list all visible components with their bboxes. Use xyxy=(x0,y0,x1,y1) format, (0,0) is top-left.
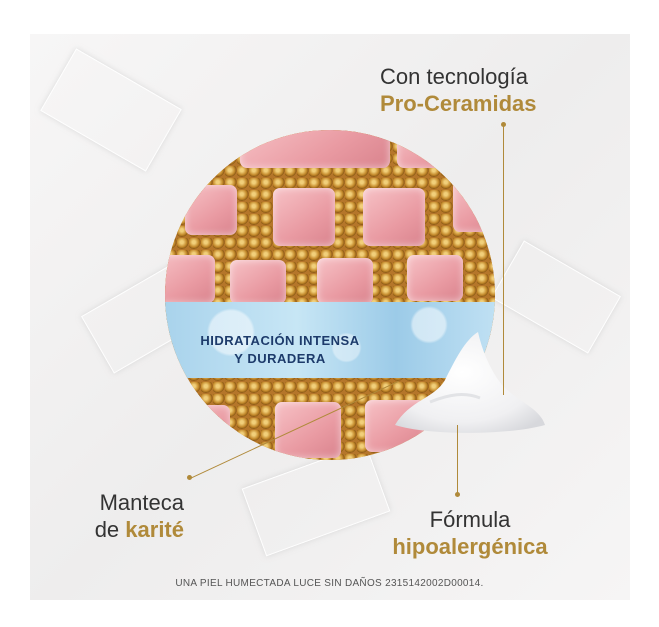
skin-illustration: HIDRATACIÓN INTENSA Y DURADERA xyxy=(165,130,495,460)
skin-cell xyxy=(397,130,467,168)
footnote: UNA PIEL HUMECTADA LUCE SIN DAÑOS 231514… xyxy=(175,578,484,589)
top-label-line1: Con tecnología xyxy=(380,64,528,89)
left-label: Manteca de karité xyxy=(72,489,184,543)
top-connector xyxy=(503,125,504,395)
right-label: Fórmula hipoalergénica xyxy=(382,506,558,560)
left-connector-dot xyxy=(187,475,192,480)
left-label-line1: Manteca xyxy=(99,490,184,515)
hydration-line2: Y DURADERA xyxy=(234,351,326,366)
hexagon-decoration xyxy=(241,443,391,557)
skin-cell xyxy=(240,130,390,168)
skin-cell xyxy=(170,405,230,457)
skin-cell xyxy=(363,188,425,246)
hexagon-decoration xyxy=(40,48,182,172)
skin-cell xyxy=(273,188,335,246)
right-label-line2: hipoalergénica xyxy=(392,534,548,559)
left-label-prefix: de xyxy=(94,517,126,542)
skin-cell xyxy=(185,185,237,235)
right-connector xyxy=(457,425,458,495)
top-connector-dot xyxy=(501,122,506,127)
cream-dollop xyxy=(395,332,545,433)
top-label-line2: Pro-Ceramidas xyxy=(380,91,537,116)
skin-cell xyxy=(230,260,286,304)
skin-cell xyxy=(317,258,373,304)
hydration-text: HIDRATACIÓN INTENSA Y DURADERA xyxy=(165,332,395,368)
skin-cell xyxy=(165,255,215,303)
skin-cell xyxy=(275,402,341,458)
hydration-band: HIDRATACIÓN INTENSA Y DURADERA xyxy=(165,302,495,378)
right-label-line1: Fórmula xyxy=(429,507,511,532)
right-connector-dot xyxy=(455,492,460,497)
skin-cell xyxy=(453,180,495,232)
skin-cell xyxy=(407,255,463,301)
left-label-highlight: karité xyxy=(125,517,184,542)
top-label: Con tecnología Pro-Ceramidas xyxy=(380,63,537,117)
hydration-line1: HIDRATACIÓN INTENSA xyxy=(200,333,360,348)
